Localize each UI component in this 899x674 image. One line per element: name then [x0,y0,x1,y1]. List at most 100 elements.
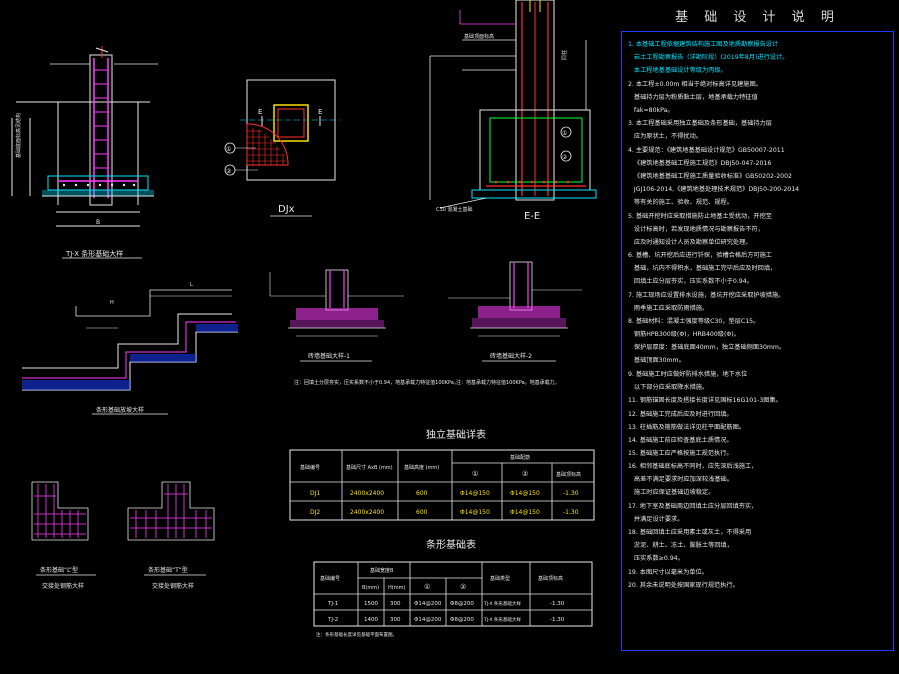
design-note-line: 18. 基础回填土应采用素土或灰土，不得采用 [628,529,752,537]
table2-title: 条形基础表 [426,538,476,551]
masonry-foundation-2: 砖墙基础大样-2 注：地基承载力特征值100KPa，地基承载力。 [448,261,582,386]
table2-row1-r2: Φ8@200 [450,601,474,607]
design-note-item: 13. 柱插筋及箍筋做法详见柱平面配筋图。 [628,421,890,434]
junction-t-subtitle: 交接处钢筋大样 [152,582,194,590]
table2-row1-id: TJ-1 [327,601,338,607]
junction-t-detail: 条形基础“T”型 交接处钢筋大样 [127,481,215,590]
dj-plan-detail: E E ① ② DJx [224,79,340,217]
table1-row1-r2: Φ14@150 [510,490,540,497]
isolated-foundation-table: 独立基础详表 基础编号 基础尺寸 AxB (mm) 基础高度 (mm) 基础配筋… [289,428,595,521]
step-foundation-detail: H L 条形基础放坡大样 [22,282,238,415]
design-note-line: fak=80kPa。 [628,106,674,114]
design-note-line: 设计标高时，若发现地质情况与勘察报告不符， [628,225,764,233]
design-note-line: 施工时应保证基础边坡稳定。 [628,489,715,497]
table2-header-h: H(mm) [388,585,405,591]
design-note-item: 2. 本工程±0.00m 相当于绝对标高详见建施图。 基础持力层为粉质黏土层，地… [628,78,890,117]
dj-plan-rebar-2: ② [226,168,232,175]
design-note-line: 1. 本基础工程依据建筑结构施工图及地质勘察报告设计 [628,41,779,48]
masonry-2-title: 砖墙基础大样-2 [490,352,532,360]
table1-row1-size: 2400x2400 [350,490,384,497]
design-note-item: 14. 基础施工前应检查基底土质情况。 [628,434,890,447]
masonry-foundation-1: 砖墙基础大样-1 注：回填土分层夯实，压实系数不小于0.94，地基承载力特征值1… [269,269,459,386]
design-note-line: 4. 主要规范：《建筑地基基础设计规范》GB50007-2011 [628,146,785,154]
design-note-line: 《建筑地基基础工程施工质量验收标准》GB50202-2002 [628,172,792,180]
design-note-line: 12. 基础施工完成后应及时进行回填。 [628,410,733,418]
table2-row1-elev: -1.30 [550,601,565,607]
notes-title: 基 础 设 计 说 明 [675,10,840,25]
design-note-line: 16. 相邻基础底标高不同时，应先深后浅施工， [628,463,758,471]
design-note-item: 20. 其余未说明处按国家现行规范执行。 [628,579,890,592]
step-detail-l-label: L [190,282,193,288]
design-note-item: 3. 本工程基础采用独立基础及条形基础，基础持力层 应为原状土，不得扰动。 [628,117,890,143]
ee-section-concrete-note: C30 混凝土基础 [436,206,472,213]
table1-header-r2: ② [522,470,528,478]
design-note-item: 9. 基础施工时应做好防排水措施，地下水位 以下部分应采取降水措施。 [628,368,890,394]
dj-plan-section-mark-left: E [258,108,262,116]
design-note-line: 并满足设计要求。 [628,516,684,523]
table2-row2-elev: -1.30 [550,617,565,623]
dj-plan-title: DJx [278,204,295,215]
dj-plan-section-mark-right: E [318,108,322,116]
design-note-line: 6. 基槽、坑开挖后应进行钎探，验槽合格后方可施工 [628,252,772,260]
masonry-2-note: 注：地基承载力特征值100KPa，地基承载力。 [456,379,560,386]
table2-header-b: B(mm) [362,585,379,591]
table1-row2-r1: Φ14@150 [460,509,490,516]
table2-row2-id: TJ-2 [327,617,338,623]
table2-row2-r1: Φ14@200 [414,617,442,623]
table1-row2-id: DJ2 [310,509,320,516]
design-note-item: 17. 地下室及基础周边回填土应分层回填夯实， 并满足设计要求。 [628,500,890,526]
table2-header-width: 基础宽度B [370,567,394,574]
design-note-line: 9. 基础施工时应做好防排水措施，地下水位 [628,371,748,378]
table1-header-id: 基础编号 [300,464,320,471]
design-note-line: 回填土应分层夯实，压实系数不小于0.94。 [628,278,753,286]
design-note-line: 17. 地下室及基础周边回填土应分层回填夯实， [628,503,758,510]
strip-foundation-table: 条形基础表 基础编号 基础宽度B B(mm) H(mm) ① ② 基础类型 基础… [313,538,593,638]
table2-row1-type: TJ-X 条形基础大样 [483,600,521,607]
dj-plan-rebar-1: ① [226,146,231,153]
design-note-line: 等有关的施工、验收、规范、规程。 [628,198,733,206]
table2-row2-b: 1400 [364,617,378,623]
design-note-line: 20. 其余未说明处按国家现行规范执行。 [628,582,739,590]
junction-t-title: 条形基础“T”型 [148,566,188,574]
design-note-line: 淤泥、耕土、冻土、膨胀土等回填， [628,542,733,550]
design-note-line: 基础顶面30mm。 [628,357,685,365]
design-note-item: 8. 基础材料：混凝土强度等级C30，垫层C15。 钢筋HPB300级(Φ)，H… [628,315,890,367]
tj-section-b-label: B [96,219,100,226]
design-note-line: 14. 基础施工前应检查基底土质情况。 [628,437,733,444]
design-note-line: 高差不满足要求时应加深较浅基础。 [628,476,733,484]
table1-row1-h: 600 [416,490,428,497]
design-note-item: 4. 主要规范：《建筑地基基础设计规范》GB50007-2011 《建筑地基基础… [628,144,890,209]
design-note-item: 19. 本图尺寸以毫米为单位。 [628,566,890,579]
table2-header-id: 基础编号 [320,575,340,582]
design-note-item: 12. 基础施工完成后应及时进行回填。 [628,408,890,421]
junction-l-detail: 条形基础“L”型 交接处钢筋大样 [31,481,96,590]
step-detail-h-label: H [110,300,114,306]
tj-section-title: TJ-X 条形基础大样 [65,249,123,258]
ee-section-detail: C30 混凝土基础 ① ② 基础顶面标高 同柱 E-E [429,0,597,222]
table1-header-r1: ① [472,470,478,478]
design-note-line: 基础持力层为粉质黏土层，地基承载力特征值 [628,93,758,101]
design-note-item: 7. 施工现场应设置排水设施，基坑开挖应采取护坡措施。 雨季施工应采取防雨措施。 [628,289,890,315]
table1-row2-r2: Φ14@150 [510,509,540,516]
design-note-line: 3. 本工程基础采用独立基础及条形基础，基础持力层 [628,120,772,128]
tj-section-dim-label: 基础底面标高见结构 [15,113,22,158]
design-note-line: 7. 施工现场应设置排水设施，基坑开挖应采取护坡措施。 [628,291,785,299]
design-note-item: 1. 本基础工程依据建筑结构施工图及地质勘察报告设计 岩土工程勘察报告（详勘阶段… [628,38,890,77]
table1-header-elev: 基础顶标高 [556,471,581,478]
design-note-line: 13. 柱插筋及箍筋做法详见柱平面配筋图。 [628,423,745,431]
table1-row2-h: 600 [416,509,428,516]
table1-header-height: 基础高度 (mm) [404,464,439,471]
design-note-line: 8. 基础材料：混凝土强度等级C30，垫层C15。 [628,318,760,326]
masonry-1-note: 注：回填土分层夯实，压实系数不小于0.94，地基承载力特征值100KPa。 [294,379,459,386]
design-note-line: 岩土工程勘察报告（详勘阶段）(2019年8月)进行设计。 [628,54,789,61]
table1-header-size: 基础尺寸 AxB (mm) [346,464,393,471]
ee-section-top-elev: 基础顶面标高 [464,33,494,40]
table2-header-r2: ② [460,583,466,591]
design-note-line: 15. 基础施工应严格按施工规范执行。 [628,450,733,458]
design-note-line: 压实系数≥0.94。 [628,555,684,563]
design-note-item: 16. 相邻基础底标高不同时，应先深后浅施工， 高差不满足要求时应加深较浅基础。… [628,460,890,499]
design-note-item: 15. 基础施工应严格按施工规范执行。 [628,447,890,460]
table1-row1-id: DJ1 [310,490,320,497]
design-note-line: 钢筋HPB300级(Φ)，HRB400级(Φ)。 [628,331,740,339]
